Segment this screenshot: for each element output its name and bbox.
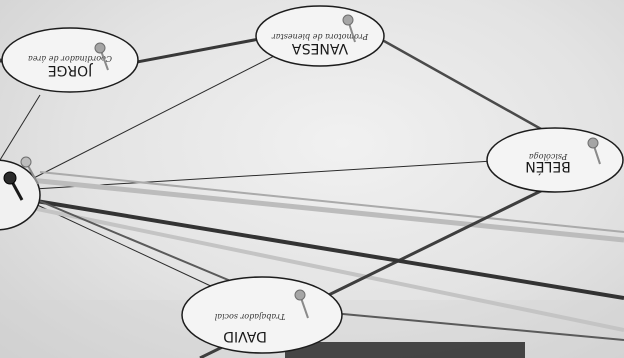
thin-line [0,95,40,160]
node-name: VANESA [291,40,348,56]
dark-thread [18,198,624,298]
dark-object-bottom [285,342,525,358]
node-name: DAVID [223,328,267,344]
node-belen: BELÉN Psicóloga [487,128,623,192]
node-subtitle: Trabajador social [214,312,285,321]
node-subtitle: Coordinador de área [28,54,112,63]
node-name: JORGE [48,62,94,78]
node-subtitle: Psicóloga [529,152,569,161]
node-david: DAVID Trabajador social [182,277,342,353]
node-vanesa: VANESA Promotora de bienestar [256,6,384,66]
node-jorge: JORGE Coordinador de área [2,28,138,92]
